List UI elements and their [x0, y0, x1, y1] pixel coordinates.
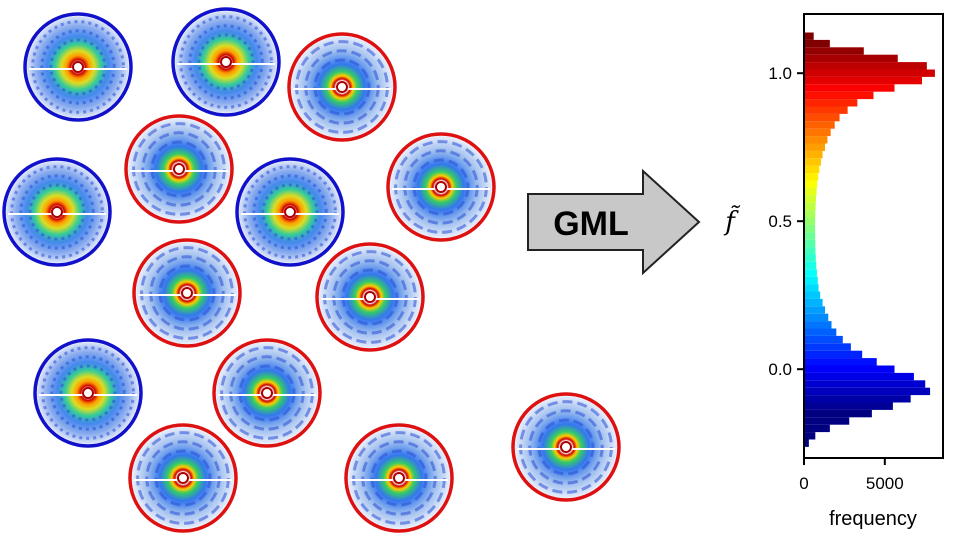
plot-frame [803, 13, 944, 459]
x-tick-label: 0 [799, 474, 808, 493]
histogram-bar [804, 180, 818, 188]
histogram-bar [804, 387, 931, 396]
histogram-bar [804, 350, 863, 359]
histogram-bar [804, 158, 821, 166]
histogram-bar [804, 173, 819, 181]
histogram-bar [804, 69, 935, 77]
histogram-chart: 1.0 0.5 0.0 0 5000 f̃ frequency [723, 13, 944, 530]
histogram-bar [804, 143, 826, 151]
histogram-bar [804, 99, 858, 107]
histogram-bar [804, 328, 837, 336]
pattern-ring [212, 338, 322, 448]
histogram-bar [804, 47, 864, 55]
pattern-ring [386, 132, 496, 242]
histogram-bar [804, 232, 816, 240]
histogram-bar [804, 202, 816, 211]
diffraction-pattern [287, 32, 397, 142]
diffraction-pattern [235, 157, 345, 267]
y-tick-label: 0.5 [768, 212, 792, 231]
arrow-label: GML [553, 205, 629, 243]
histogram-bar [804, 306, 826, 314]
histogram-bar [804, 343, 851, 351]
pattern-ring [287, 32, 397, 142]
histogram-bar [804, 409, 872, 418]
histogram-bar [804, 195, 816, 203]
histogram-bar [804, 54, 898, 63]
histogram-bar [804, 424, 830, 433]
diffraction-pattern [132, 238, 242, 348]
histogram-bar [804, 106, 848, 114]
pattern-ring [315, 242, 425, 352]
histogram-bar [804, 136, 828, 144]
histogram-bar [804, 128, 831, 137]
histogram-bar [804, 313, 829, 322]
x-axis-ticks: 0 5000 [799, 458, 904, 493]
x-axis-title: frequency [829, 508, 917, 530]
diffraction-pattern [23, 12, 133, 122]
histogram-bar [804, 365, 895, 373]
histogram-bar [804, 224, 816, 233]
arrow-shape [527, 168, 701, 276]
histogram-bar [804, 113, 840, 122]
histogram-bar [804, 432, 816, 440]
histogram-bar [804, 395, 911, 403]
pattern-ring [344, 423, 454, 533]
diffraction-pattern [2, 157, 112, 267]
histogram-bar [804, 39, 830, 48]
histogram-bar [804, 217, 816, 225]
diffraction-pattern [124, 114, 234, 224]
histogram-bar [804, 284, 819, 292]
diffraction-pattern [315, 242, 425, 352]
y-tick-label: 1.0 [768, 64, 792, 83]
histogram-bar [804, 402, 893, 410]
histogram-bar [804, 298, 823, 307]
histogram-bar [804, 335, 843, 344]
diffraction-pattern [344, 423, 454, 533]
diffraction-pattern [511, 392, 621, 502]
pattern-ring [33, 338, 143, 448]
histogram-bar [804, 187, 817, 196]
pattern-ring [132, 238, 242, 348]
pattern-ring [124, 114, 234, 224]
histogram-bar [804, 254, 816, 262]
pattern-ring [171, 7, 281, 117]
x-tick-label: 5000 [866, 474, 904, 493]
histogram-bar [804, 358, 877, 366]
diffraction-pattern [171, 7, 281, 117]
histogram-bar [804, 121, 835, 129]
histogram-bar [804, 321, 832, 329]
pattern-ring [2, 157, 112, 267]
histogram-bar [804, 417, 850, 425]
histogram-bar [804, 32, 814, 40]
diffraction-pattern [212, 338, 322, 448]
histogram-bar [804, 239, 816, 248]
histogram-bar [804, 372, 914, 381]
histogram-bar [804, 380, 926, 388]
diffraction-patterns-panel [2, 7, 496, 533]
histogram-bar [804, 269, 817, 277]
histogram-bar [804, 291, 821, 299]
histogram-bar [804, 261, 817, 270]
y-tick-label: 0.0 [768, 360, 792, 379]
histogram-bar [804, 165, 820, 174]
histogram-bar [804, 276, 818, 285]
histogram-bar [804, 84, 895, 92]
pattern-ring [23, 12, 133, 122]
diffraction-pattern [33, 338, 143, 448]
histogram-bar [804, 91, 874, 100]
histogram-bars [804, 32, 935, 447]
pattern-ring [235, 157, 345, 267]
histogram-bar [804, 210, 816, 218]
histogram-bar [804, 150, 823, 159]
diffraction-pattern [128, 423, 238, 533]
y-axis-title: f̃ [723, 205, 741, 237]
y-axis-ticks: 1.0 0.5 0.0 [768, 64, 804, 379]
histogram-bar [804, 62, 927, 70]
histogram-bar [804, 247, 816, 255]
gml-arrow: GML [527, 168, 701, 276]
pattern-ring [128, 423, 238, 533]
diffraction-pattern [386, 132, 496, 242]
histogram-bar [804, 439, 809, 447]
histogram-bar [804, 76, 922, 85]
